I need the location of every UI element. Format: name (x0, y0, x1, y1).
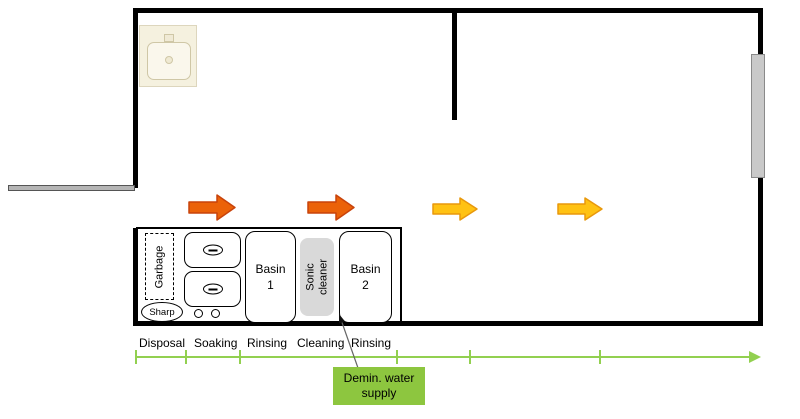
flow-arrow-yellow-1 (432, 197, 478, 221)
basin-2-label: Basin (350, 261, 381, 276)
sink-icon (139, 25, 197, 87)
garbage-label: Garbage (153, 245, 166, 288)
stage-label-rinsing-2: Rinsing (351, 336, 392, 350)
stage-label-cleaning: Cleaning (297, 336, 345, 350)
stage-label-disposal: Disposal (139, 336, 186, 350)
demin-water-supply-callout: Demin. water supply (333, 367, 425, 405)
drain-icon (202, 244, 223, 256)
process-timeline-arrow (135, 350, 761, 364)
sink-drain-shape (165, 56, 173, 64)
basin-1-number: 1 (267, 278, 274, 292)
sharp-label: Sharp (149, 306, 175, 318)
soaking-sink-1 (184, 232, 241, 268)
basin-2: Basin 2 (339, 231, 392, 323)
flow-arrow-orange-2 (307, 194, 355, 221)
sink-faucet-shape (164, 34, 174, 42)
sharp-container: Sharp (141, 302, 183, 322)
wall-bottom (133, 321, 763, 326)
wall-left-upper (133, 8, 138, 188)
soaking-sink-2 (184, 271, 241, 307)
basin-1: Basin 1 (245, 231, 296, 323)
flow-arrow-yellow-2 (557, 197, 603, 221)
door-right (751, 54, 765, 178)
flow-arrow-orange-1 (188, 194, 236, 221)
garbage-bin: Garbage (145, 233, 174, 300)
basin-1-label: Basin (255, 261, 286, 276)
stage-label-soaking: Soaking (194, 336, 238, 350)
demin-callout-line1: Demin. water (343, 371, 415, 385)
partition-wall (452, 8, 457, 120)
callout-arrow (339, 314, 359, 369)
sonic-cleaner: Sonic cleaner (300, 238, 334, 316)
demin-callout-line2: supply (361, 386, 397, 400)
wall-left-lower (133, 228, 138, 326)
basin-2-number: 2 (362, 278, 369, 292)
stage-label-rinsing-1: Rinsing (247, 336, 288, 350)
drain-icon (202, 283, 223, 295)
wall-top (133, 8, 763, 13)
faucet-knob-2 (211, 309, 220, 318)
entry-wall-line (8, 185, 135, 191)
faucet-knob-1 (194, 309, 203, 318)
